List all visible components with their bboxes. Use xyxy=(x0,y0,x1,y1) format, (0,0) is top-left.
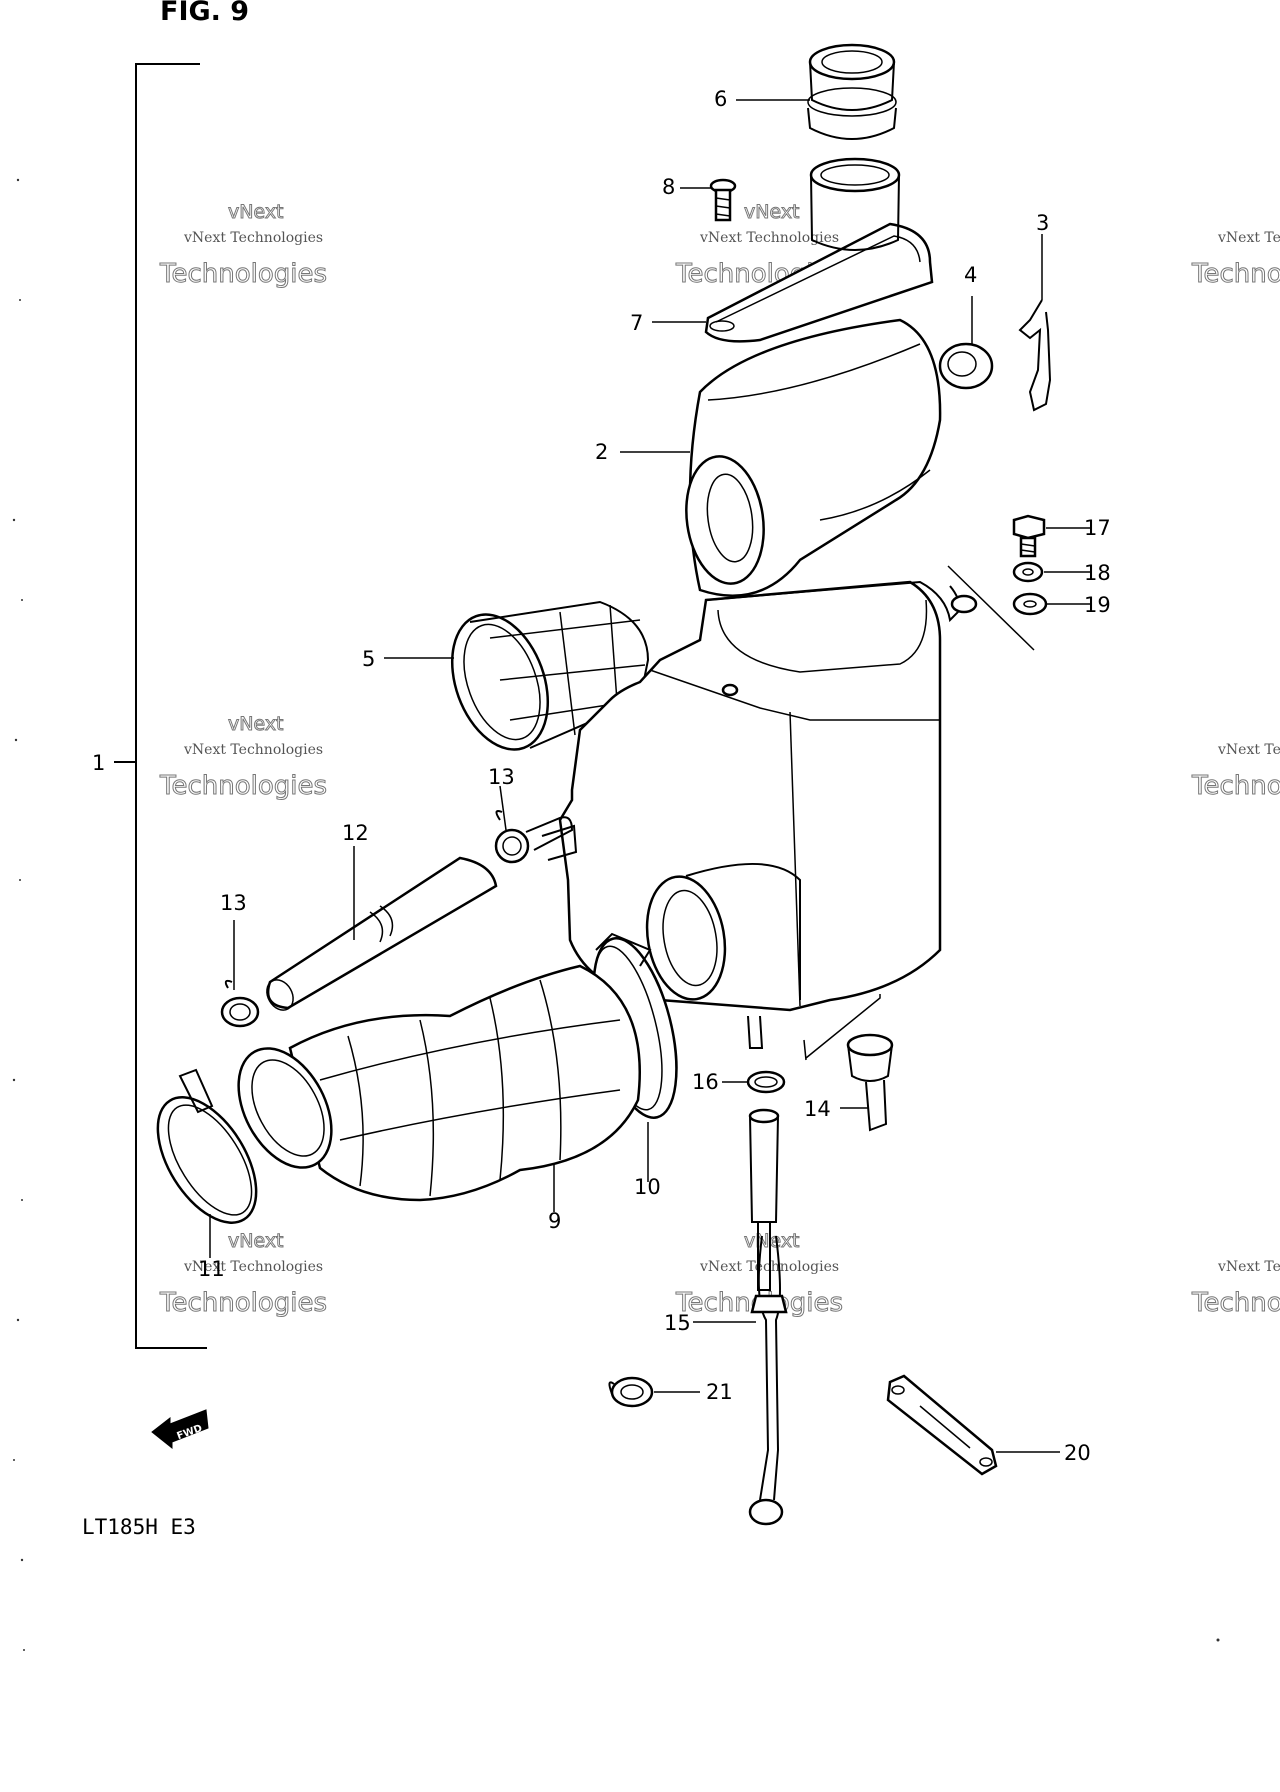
callout-13-lower: 13 xyxy=(220,891,247,915)
part-2-filter-element xyxy=(685,318,942,597)
callout-1: 1 xyxy=(92,751,105,775)
svg-text:vNext Technologies: vNext Technologies xyxy=(1217,742,1280,758)
svg-text:vNext Technologies: vNext Technologies xyxy=(183,742,323,758)
explode-lines xyxy=(803,565,1035,1061)
svg-text:vNext Technologies: vNext Technologies xyxy=(699,230,839,246)
callout-13-upper: 13 xyxy=(488,765,515,789)
model-code: LT185H E3 xyxy=(82,1515,196,1539)
part-4-grommet xyxy=(938,342,994,390)
callout-5: 5 xyxy=(362,647,375,671)
callout-8: 8 xyxy=(662,175,675,199)
callout-19: 19 xyxy=(1084,593,1111,617)
svg-text:Technologies: Technologies xyxy=(1191,259,1280,289)
part-3-clip xyxy=(1018,299,1052,412)
callout-17: 17 xyxy=(1084,516,1111,540)
watermark-mid-left: vNext vNext Technologies Technologies xyxy=(159,713,328,802)
part-21-clip xyxy=(608,1376,654,1408)
part-14-drain-plug xyxy=(846,1033,894,1132)
svg-text:vNext: vNext xyxy=(744,1230,800,1252)
callout-4: 4 xyxy=(964,263,977,287)
svg-text:vNext: vNext xyxy=(228,1230,284,1252)
part-13-lower-clamp xyxy=(220,979,260,1028)
svg-text:Technologies: Technologies xyxy=(1191,771,1280,801)
svg-text:Technologies: Technologies xyxy=(159,259,327,289)
part-9-intake-boot xyxy=(237,964,642,1202)
callout-20: 20 xyxy=(1064,1441,1091,1465)
callout-7: 7 xyxy=(630,311,643,335)
part-5-screen-cage xyxy=(450,600,650,751)
part-6-outlet-boot xyxy=(807,43,897,140)
part-17-bolt xyxy=(1012,514,1046,558)
callout-6: 6 xyxy=(714,87,727,111)
part-16-clamp xyxy=(746,1070,786,1094)
leader-lines xyxy=(209,99,1090,1453)
svg-text:Technologies: Technologies xyxy=(159,771,327,801)
callout-9: 9 xyxy=(548,1209,561,1233)
part-18-lock-washer xyxy=(1012,561,1044,583)
callout-18: 18 xyxy=(1084,561,1111,585)
callout-3: 3 xyxy=(1036,211,1049,235)
watermark-bottom-left: vNext vNext Technologies Technologies xyxy=(159,1230,328,1319)
watermark-right-edge: vNext Technologies Technologies vNext Te… xyxy=(1191,230,1280,1319)
callout-16: 16 xyxy=(692,1070,719,1094)
callout-21: 21 xyxy=(706,1380,733,1404)
part-8-screw xyxy=(709,178,737,222)
callout-11: 11 xyxy=(198,1257,225,1281)
figure-title: FIG. 9 xyxy=(160,0,249,27)
assembly-bracket xyxy=(114,63,207,1349)
svg-text:vNext: vNext xyxy=(228,713,284,735)
callout-10: 10 xyxy=(634,1175,661,1199)
watermark-top-left: vNext vNext Technologies Technologies xyxy=(159,201,328,290)
scan-specks xyxy=(12,178,1220,1651)
part-19-washer xyxy=(1012,592,1048,616)
svg-text:Technologies: Technologies xyxy=(159,1288,327,1318)
part-13-upper-clamp xyxy=(494,810,574,864)
fwd-arrow-icon: FWD xyxy=(151,1409,209,1450)
callout-2: 2 xyxy=(595,440,608,464)
part-12-tube xyxy=(266,856,498,1011)
callout-12: 12 xyxy=(342,821,369,845)
svg-text:vNext Technologies: vNext Technologies xyxy=(1217,1259,1280,1275)
callout-15: 15 xyxy=(664,1311,691,1335)
svg-text:Technologies: Technologies xyxy=(1191,1288,1280,1318)
svg-text:vNext: vNext xyxy=(228,201,284,223)
part-20-strap xyxy=(886,1374,998,1476)
watermark-top-center: vNext vNext Technologies Technologies xyxy=(675,201,844,290)
svg-text:vNext: vNext xyxy=(744,201,800,223)
svg-text:vNext Technologies: vNext Technologies xyxy=(183,1259,323,1275)
part-11-clamp xyxy=(156,1068,258,1224)
svg-text:vNext Technologies: vNext Technologies xyxy=(183,230,323,246)
part-15-drain-hose xyxy=(748,1108,788,1526)
svg-text:vNext Technologies: vNext Technologies xyxy=(1217,230,1280,246)
callout-14: 14 xyxy=(804,1097,831,1121)
part-7-cover xyxy=(704,157,934,343)
